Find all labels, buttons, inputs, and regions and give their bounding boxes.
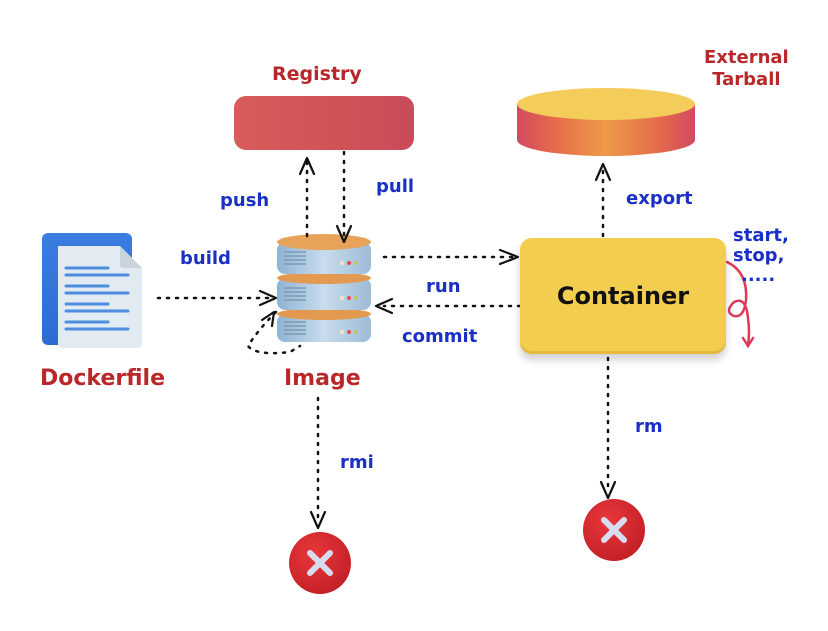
push-arrowhead: [298, 156, 316, 176]
lifecycle-label-more: .....: [741, 265, 776, 286]
pull-arrowhead: [335, 224, 353, 244]
lifecycle-label: start, stop, .....: [733, 226, 789, 286]
export-label: export: [626, 188, 693, 209]
registry-box: [234, 96, 414, 150]
lifecycle-label-stop: stop,: [733, 245, 785, 266]
rm-arrowhead: [599, 480, 617, 500]
rm-delete-icon: [583, 499, 645, 561]
commit-arrowhead: [374, 297, 394, 315]
rmi-arrowhead: [309, 510, 327, 530]
rmi-label: rmi: [340, 452, 374, 473]
external-tarball-label-line2: Tarball: [712, 69, 781, 90]
container-label: Container: [556, 282, 690, 310]
lifecycle-label-start: start,: [733, 225, 789, 246]
image-database-icon: [277, 234, 371, 342]
self-build-arrow-line: [246, 310, 302, 355]
run-arrowhead: [498, 248, 520, 266]
pull-label: pull: [376, 176, 415, 197]
push-label: push: [220, 190, 270, 211]
dockerfile-document-icon: [42, 233, 142, 348]
image-label: Image: [284, 366, 361, 391]
run-label: run: [426, 276, 461, 297]
rm-label: rm: [635, 416, 663, 437]
commit-label: commit: [402, 326, 478, 347]
build-label: build: [180, 248, 231, 269]
external-tarball-label-line1: External: [704, 47, 789, 68]
export-arrowhead: [594, 162, 612, 182]
registry-label: Registry: [272, 63, 362, 85]
lifecycle-loop-arrow: [725, 260, 755, 349]
rmi-delete-icon: [289, 532, 351, 594]
self-build-arrowhead: [260, 310, 276, 328]
build-arrowhead: [258, 289, 278, 307]
container-box: Container: [520, 238, 726, 354]
dockerfile-label: Dockerfile: [40, 366, 165, 391]
external-tarball-label: External Tarball: [704, 47, 789, 91]
external-tarball-icon: [517, 88, 695, 156]
